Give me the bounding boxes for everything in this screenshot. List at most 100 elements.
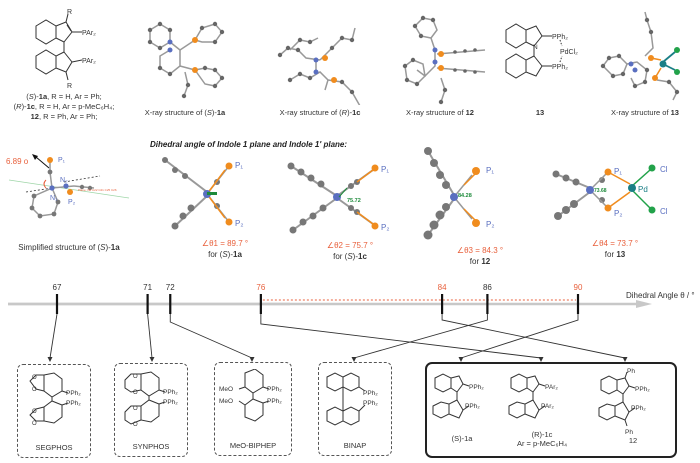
- svg-text:P₂: P₂: [235, 219, 243, 228]
- pdcl2-label: PdCl₂: [560, 49, 578, 56]
- svg-text:O: O: [32, 387, 37, 393]
- xray-structure-13: [600, 11, 680, 101]
- simplified-structure-1a: 6.89 o P₁ N₂ N₁ P₂ Plane: N2 C22 C21 C25…: [6, 154, 130, 219]
- ligand-name-1c: (R)-1c Ar = p-MeC₆H₄: [516, 430, 568, 448]
- ligand-name: BINAP: [343, 441, 367, 450]
- ligand-name: 12: [628, 436, 638, 445]
- connector-67: [49, 313, 58, 359]
- par2-label: PAr₂: [82, 58, 96, 65]
- synphos-structure: OO OO PPh₂ PPh₂: [124, 371, 178, 428]
- axis-tick-label: 86: [483, 283, 492, 292]
- svg-text:PPh₂: PPh₂: [469, 384, 484, 391]
- axis-tick-label: 72: [166, 283, 175, 292]
- axis-tick-label: 67: [53, 283, 62, 292]
- angle-caption-13: ∠θ4 = 73.7 ° for 13: [575, 238, 655, 260]
- svg-text:O: O: [133, 390, 138, 396]
- svg-text:PPh₂: PPh₂: [267, 386, 282, 393]
- connector-arrowhead: [149, 357, 155, 362]
- ligand-1c-structure: PAr₂ PAr₂: [508, 373, 558, 419]
- dihedral-structure-1a: P₁ P₂: [162, 157, 243, 230]
- caption-13: 13: [535, 108, 545, 117]
- svg-text:P₂: P₂: [68, 199, 76, 206]
- axis-tick-label: 76: [256, 283, 265, 292]
- xray-caption-1a: X-ray structure of (S)-1a: [144, 108, 226, 117]
- connector-76: [260, 314, 542, 359]
- ligand-name: SEGPHOS: [35, 443, 73, 452]
- connector-arrowhead: [47, 357, 53, 362]
- xray-structure-12: [402, 15, 486, 105]
- svg-text:P₁: P₁: [486, 166, 494, 175]
- scheme-caption: (S)-1a, R = H, Ar = Ph; (R)-1c, R = H, A…: [4, 92, 124, 122]
- svg-text:PPh₂: PPh₂: [635, 386, 650, 393]
- xray-caption-12: X-ray structure of 12: [406, 108, 474, 117]
- connector-72: [169, 314, 253, 359]
- svg-text:MeO: MeO: [219, 386, 233, 393]
- svg-text:Ph: Ph: [625, 429, 633, 436]
- connector-84: [441, 314, 626, 359]
- pph2-label: PPh₂: [552, 64, 568, 71]
- svg-text:PPh₂: PPh₂: [66, 390, 81, 397]
- xray-caption-13: X-ray structure of 13: [611, 108, 679, 117]
- svg-text:PAr₂: PAr₂: [541, 403, 554, 410]
- meo-biphep-structure: MeO MeO PPh₂ PPh₂: [219, 369, 282, 422]
- ligand-box-meo-biphep: MeO MeO PPh₂ PPh₂ MeO-BIPHEP: [214, 362, 292, 456]
- svg-text:O: O: [32, 421, 37, 427]
- angle-value: ∠θ4 = 73.7 °: [591, 239, 639, 248]
- angle-caption-1a: ∠θ1 = 89.7 ° for (S)-1a: [185, 238, 265, 260]
- inner-angle: 84.28: [458, 193, 472, 199]
- ligand-name: SYNPHOS: [132, 442, 170, 451]
- ligand-name: (S)-1a: [451, 434, 473, 443]
- svg-text:PPh₂: PPh₂: [465, 403, 480, 410]
- inner-angle: 75.72: [347, 198, 361, 204]
- axis-label: Dihedral Angle θ / °: [626, 291, 695, 300]
- angle-caption-12: ∠θ3 = 84.3 ° for 12: [440, 245, 520, 267]
- binap-structure: PPh₂ PPh₂: [326, 372, 378, 426]
- caption-line-1c: (R)-1c, R = H, Ar = p-MeC₆H₄;: [13, 102, 115, 111]
- svg-text:P₁: P₁: [614, 167, 622, 176]
- ligand-12-structure: Ph PPh₂ PPh₂ Ph: [598, 368, 650, 436]
- svg-text:Pd: Pd: [638, 185, 648, 194]
- ligand-1a-structure: PPh₂ PPh₂: [432, 373, 484, 419]
- svg-text:P₂: P₂: [381, 223, 389, 232]
- xray-structure-1c: [277, 27, 361, 105]
- ligand-box-bisindoles: PPh₂ PPh₂ (S)-1a PAr₂ PAr₂ (R)-1c Ar = p…: [425, 362, 677, 458]
- svg-text:PPh₂: PPh₂: [267, 398, 282, 405]
- svg-text:Cl: Cl: [660, 207, 668, 216]
- bisindole-scheme: R R PAr₂ PAr₂: [35, 9, 96, 90]
- dihedral-axis: 67 71 72 76 84 86 90 Dihedral Angle θ / °: [8, 283, 695, 362]
- connector-arrowhead: [458, 357, 464, 362]
- svg-text:P₂: P₂: [614, 209, 622, 218]
- connector-90: [460, 314, 579, 359]
- r-label: R: [67, 9, 72, 16]
- axis-tick-label: 90: [574, 283, 583, 292]
- svg-text:P₁: P₁: [235, 161, 243, 170]
- svg-text:N₁: N₁: [50, 195, 58, 202]
- axis-arrowhead: [636, 300, 652, 308]
- svg-text:P₁: P₁: [381, 165, 389, 174]
- svg-text:O: O: [133, 406, 138, 412]
- segphos-structure: OO OO PPh₂ PPh₂: [29, 372, 81, 427]
- pph2-label: PPh₂: [552, 34, 568, 41]
- angle-value: ∠θ3 = 84.3 °: [456, 246, 504, 255]
- connector-arrowhead: [622, 357, 628, 362]
- svg-text:Cl: Cl: [660, 165, 668, 174]
- connector-71: [147, 313, 153, 359]
- axis-tick-label: 71: [143, 283, 152, 292]
- ligand-box-binap: PPh₂ PPh₂ BINAP: [318, 362, 392, 456]
- svg-text:PPh₂: PPh₂: [163, 389, 178, 396]
- svg-text:PAr₂: PAr₂: [545, 384, 558, 391]
- axis-tick-label: 84: [438, 283, 447, 292]
- svg-text:P₂: P₂: [486, 220, 494, 229]
- svg-text:PPh₂: PPh₂: [163, 399, 178, 406]
- ligand-name: MeO-BIPHEP: [229, 441, 277, 450]
- svg-text:O: O: [133, 422, 138, 428]
- r-label: R: [67, 83, 72, 90]
- complex-13-scheme: N PPh₂ PdCl₂ PPh₂: [505, 23, 578, 79]
- svg-text:PPh₂: PPh₂: [631, 405, 646, 412]
- svg-text:Ph: Ph: [627, 368, 635, 375]
- tilt-angle-label: 6.89 o: [6, 157, 29, 166]
- connector-86: [353, 314, 488, 359]
- angle-caption-1c: ∠θ2 = 75.7 ° for (S)-1c: [310, 240, 390, 262]
